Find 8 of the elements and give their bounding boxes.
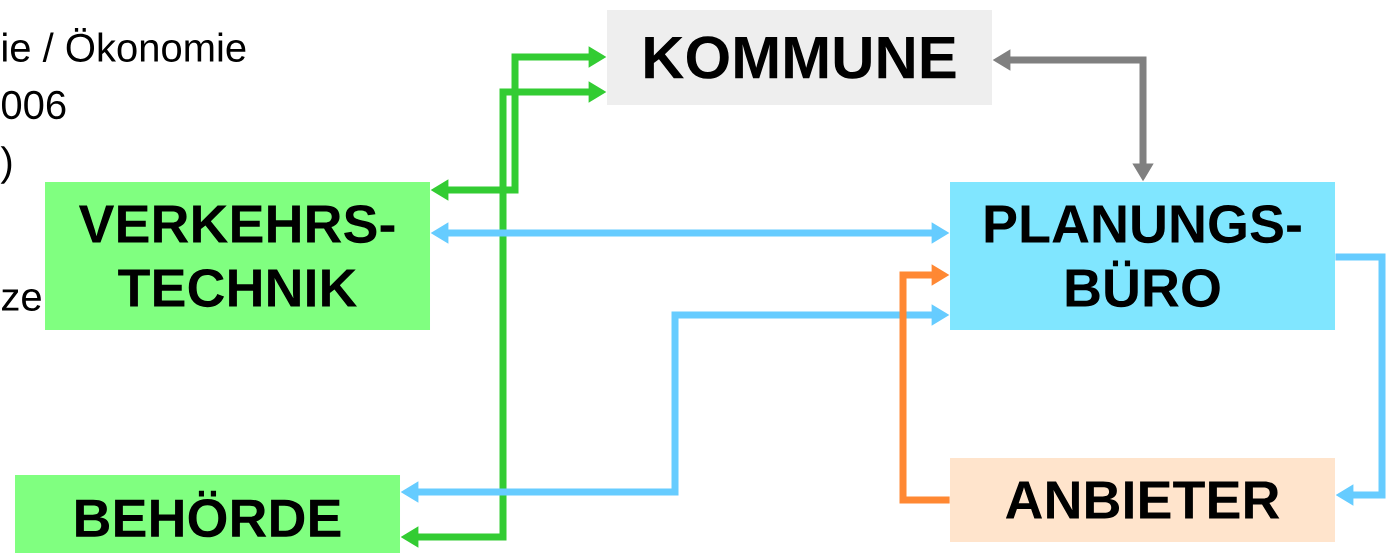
label-box: ANBIETER [950, 458, 1335, 542]
label-box: PLANUNGS- BÜRO [950, 182, 1335, 330]
label-box: VERKEHRS- TECHNIK [45, 182, 430, 330]
label-box: KOMMUNE [607, 10, 992, 105]
background-text: ie / Ökonomie [3, 28, 246, 62]
label-box: BEHÖRDE [15, 475, 400, 553]
background-text: ) [0, 146, 12, 184]
background-text: 006 [2, 90, 66, 120]
